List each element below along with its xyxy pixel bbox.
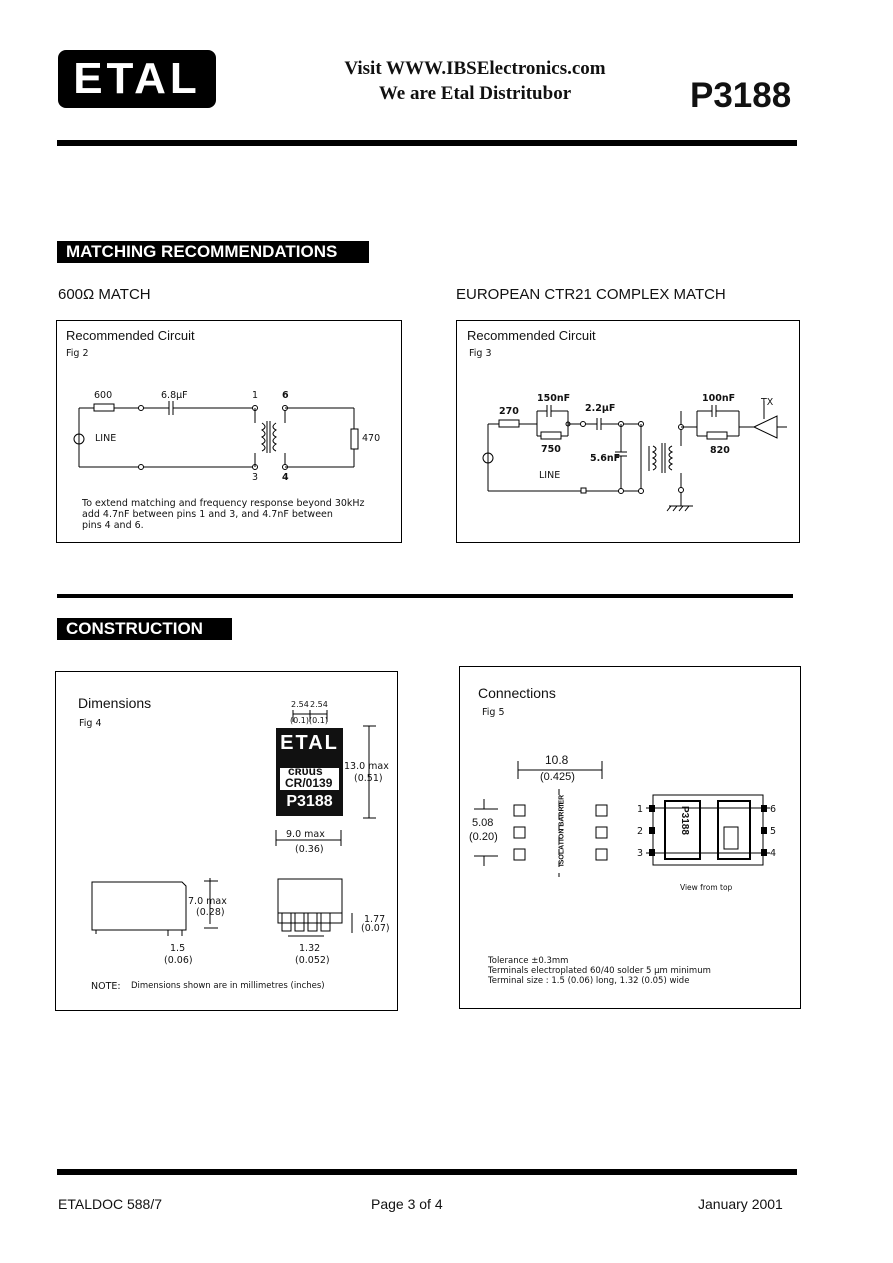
pitch1: 2.54 [291, 700, 309, 709]
fig2-pin1: 1 [252, 390, 259, 401]
matching-section-title: MATCHING RECOMMENDATIONS [57, 241, 369, 263]
visit-line-1: Visit WWW.IBSElectronics.com [344, 58, 606, 79]
footer-date: January 2001 [698, 1196, 783, 1212]
fig2-panel: Recommended Circuit Fig 2 [56, 320, 402, 543]
part-number: P3188 [690, 76, 792, 115]
fig4-note: Dimensions shown are in millimetres (inc… [131, 981, 325, 991]
fig2-line: LINE [95, 433, 117, 444]
fig3-heading: Recommended Circuit [467, 328, 596, 343]
fig3-r820: 820 [710, 445, 730, 456]
fig4-drawings [91, 710, 376, 937]
fig5-label: Fig 5 [482, 707, 505, 718]
fig3-r750: 750 [541, 444, 561, 455]
visit-line-2: We are Etal Distritubor [378, 83, 572, 104]
isolation-barrier: ISOLATION BARRIER [558, 794, 566, 867]
fig2-pin4: 4 [282, 472, 289, 483]
fig3-tx: TX [761, 397, 774, 408]
fig2-circuit [73, 401, 359, 470]
pin-2: 2 [637, 826, 644, 837]
pin-6: 6 [770, 804, 777, 815]
height-dim-in: (0.51) [354, 773, 383, 784]
fig2-heading: Recommended Circuit [66, 328, 195, 343]
footer-page: Page 3 of 4 [371, 1196, 443, 1212]
fig5-drawings [474, 761, 770, 877]
view-caption: View from top [680, 883, 733, 892]
fig3-panel: Recommended Circuit Fig 3 [456, 320, 800, 543]
fig3-line: LINE [539, 470, 561, 481]
header-rule [57, 140, 797, 146]
fig2-note: To extend matching and frequency respons… [82, 498, 365, 531]
fig3-label: Fig 3 [469, 348, 492, 359]
fig5-notes: Tolerance ±0.3mm Terminals electroplated… [488, 956, 711, 986]
pin-width-dim-in: (0.052) [295, 955, 330, 966]
fig3-c22: 2.2μF [585, 403, 616, 414]
fig3-c100: 100nF [702, 393, 736, 404]
foot-dim: 1.5 [170, 943, 186, 954]
fig4-panel: Dimensions Fig 4 ETAL cʀᴜus CR/0139 P [55, 671, 398, 1011]
fig3-c56: 5.6nF [590, 453, 621, 464]
fig5-panel: Connections Fig 5 10.8 (0.425) 5.08 (0.2… [459, 666, 801, 1009]
pin-5: 5 [770, 826, 777, 837]
pitch2-in: (0.1) [309, 716, 328, 725]
side-height-dim: 7.0 max [188, 896, 227, 907]
pin-3: 3 [637, 848, 644, 859]
fig2-cap: 6.8μF [161, 390, 188, 401]
width-dim-in: (0.36) [295, 844, 324, 855]
pitch1-in: (0.1) [290, 716, 309, 725]
span-dim: 10.8 [545, 753, 569, 767]
fig4-note-label: NOTE: [91, 981, 121, 992]
fig2-r600: 600 [94, 390, 113, 401]
footer-rule [57, 1169, 797, 1175]
fig4-label: Fig 4 [79, 718, 102, 729]
ul-mark: cʀᴜus [288, 764, 323, 778]
body-part: P3188 [286, 793, 333, 810]
fig2-label: Fig 2 [66, 348, 89, 359]
top-view-part: P3188 [679, 806, 690, 835]
pitch-dim: 5.08 [472, 817, 494, 829]
pitch-dim-in: (0.20) [469, 831, 498, 843]
height-dim: 13.0 max [344, 761, 389, 772]
pin-4: 4 [770, 848, 777, 859]
fig3-c150: 150nF [537, 393, 571, 404]
pin-height-dim-in: (0.07) [361, 923, 390, 934]
side-height-dim-in: (0.28) [196, 907, 225, 918]
fig3-circuit [482, 401, 787, 512]
distributor-notice: Visit WWW.IBSElectronics.com We are Etal… [300, 56, 650, 106]
span-dim-in: (0.425) [540, 771, 575, 783]
fig2-load: 470 [362, 433, 381, 444]
pitch2: 2.54 [310, 700, 328, 709]
left-match-title: 600Ω MATCH [58, 286, 151, 303]
fig2-pin6: 6 [282, 390, 289, 401]
footer-doc: ETALDOC 588/7 [58, 1196, 163, 1212]
etal-logo: ETAL [58, 50, 216, 108]
fig3-r270: 270 [499, 406, 519, 417]
fig5-heading: Connections [478, 685, 556, 701]
fig2-pin3: 3 [252, 472, 259, 483]
body-logo: ETAL [280, 732, 339, 754]
cert-number: CR/0139 [285, 776, 333, 790]
section-rule [57, 594, 793, 598]
width-dim: 9.0 max [286, 829, 325, 840]
pin-width-dim: 1.32 [299, 943, 321, 954]
pin-height-dim: 1.77 [364, 914, 386, 925]
foot-dim-in: (0.06) [164, 955, 193, 966]
construction-section-title: CONSTRUCTION [57, 618, 232, 640]
pin-1: 1 [637, 804, 644, 815]
right-match-title: EUROPEAN CTR21 COMPLEX MATCH [456, 286, 726, 303]
fig4-heading: Dimensions [78, 695, 152, 711]
